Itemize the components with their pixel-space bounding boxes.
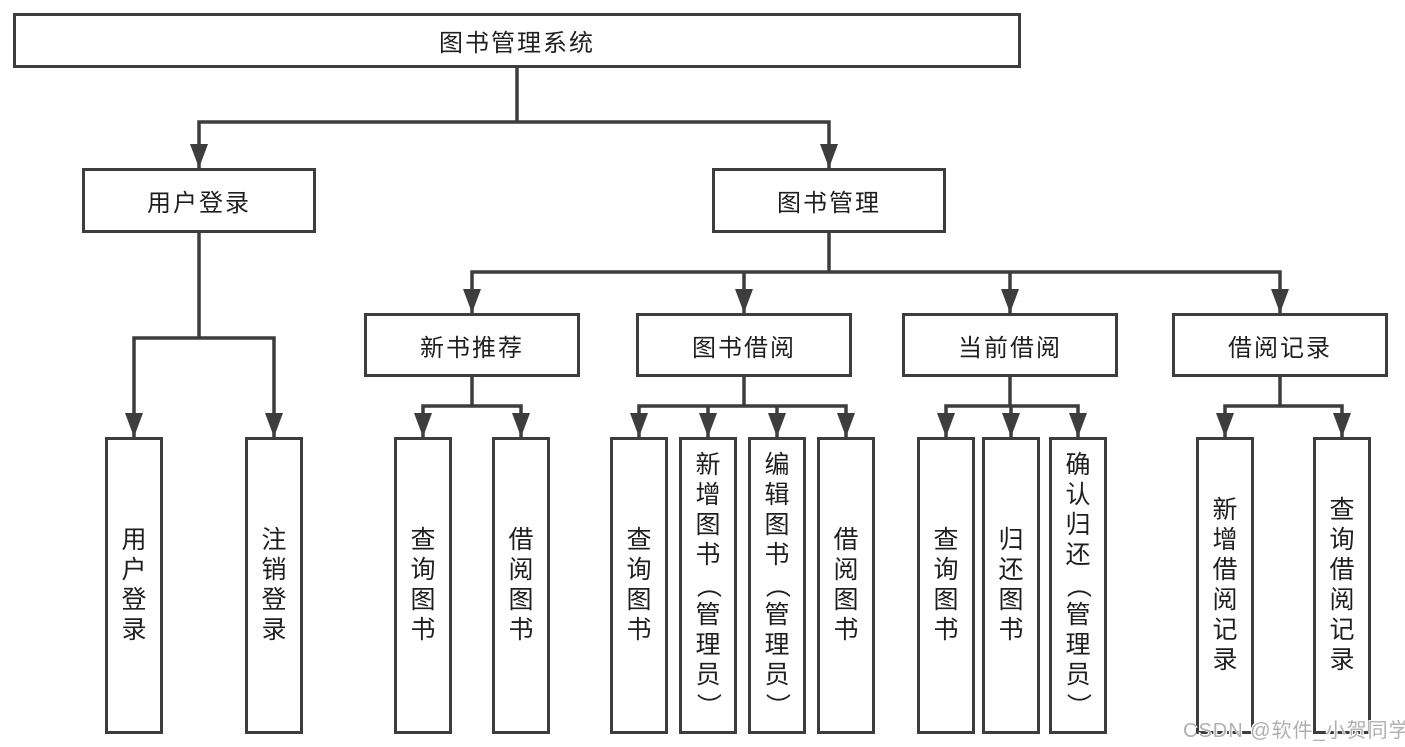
leaf-edit-book-admin: 编辑图书（管理员） [748,437,806,734]
node-root-library-system: 图书管理系统 [13,13,1021,68]
leaf-logout: 注销登录 [245,437,303,734]
node-current-borrow: 当前借阅 [902,313,1118,377]
connector-new-book-recommend [414,377,530,437]
leaf-add-book-admin: 新增图书（管理员） [679,437,737,734]
leaf-confirm-return-admin: 确认归还（管理员） [1049,437,1107,734]
connector-root [190,68,838,168]
leaf-query-books-recommend: 查询图书 [394,437,452,734]
node-book-management: 图书管理 [712,168,946,233]
leaf-query-borrow-record: 查询借阅记录 [1313,437,1371,734]
connector-borrow-records [1216,377,1351,437]
leaf-borrow-books: 借阅图书 [817,437,875,734]
leaf-borrow-books-recommend: 借阅图书 [492,437,550,734]
connector-user-login [125,233,283,437]
node-user-login: 用户登录 [82,168,316,233]
leaf-user-login: 用户登录 [105,437,163,734]
leaf-query-books-borrow: 查询图书 [610,437,668,734]
node-book-borrow: 图书借阅 [636,313,852,377]
connector-book-management [463,233,1289,313]
connector-book-borrow [630,377,855,437]
node-borrow-records: 借阅记录 [1172,313,1388,377]
csdn-watermark: CSDN @软件_小贺同学 [1183,720,1405,742]
connector-current-borrow [937,377,1087,437]
leaf-query-books-current: 查询图书 [917,437,975,734]
leaf-return-book: 归还图书 [982,437,1040,734]
leaf-add-borrow-record: 新增借阅记录 [1196,437,1254,734]
node-new-book-recommend: 新书推荐 [364,313,580,377]
